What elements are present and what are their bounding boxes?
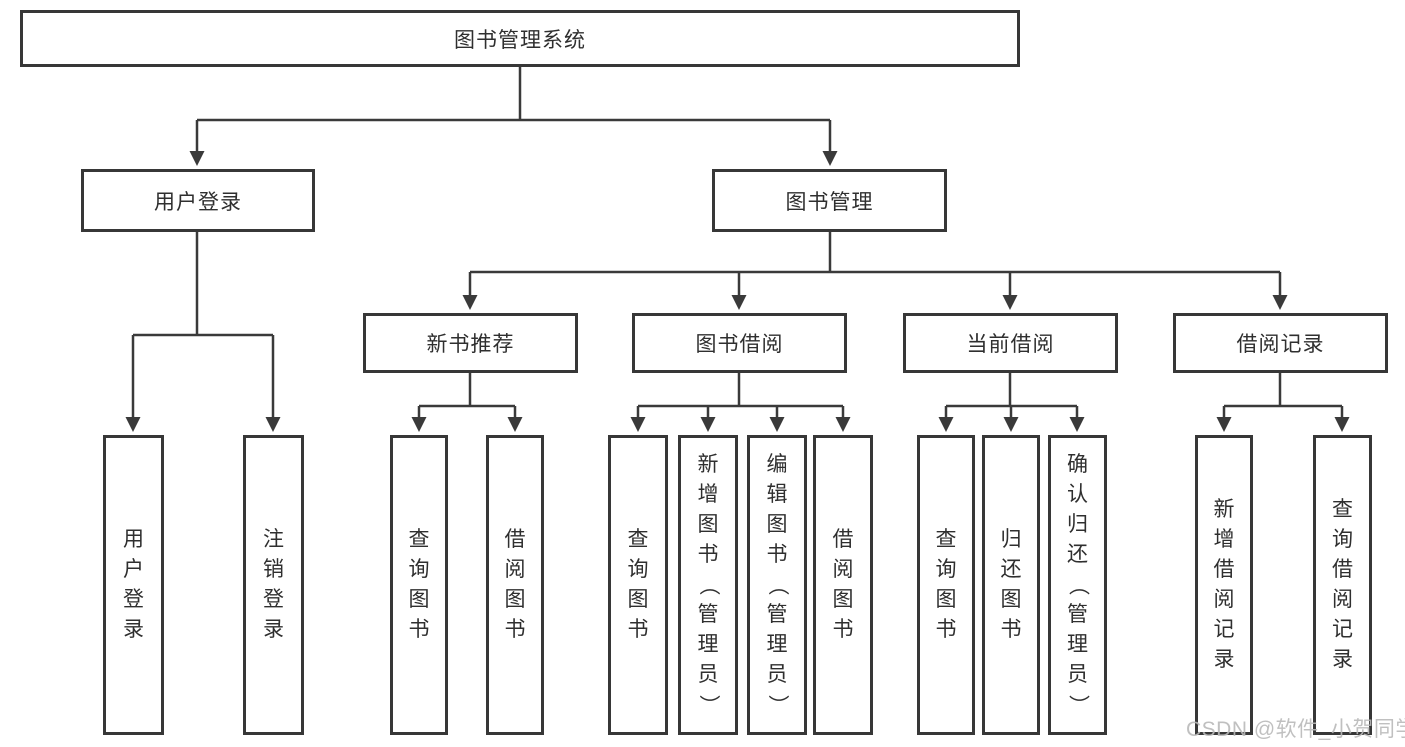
leaf-borrow-query-books: 查询图书 [608,435,668,735]
node-book-management: 图书管理 [712,169,947,232]
leaf-borrow-edit-books-admin: 编辑图书（管理员） [747,435,807,735]
csdn-watermark: CSDN @软件_小贺同学 [1186,718,1405,741]
node-borrow-records: 借阅记录 [1173,313,1388,373]
leaf-newbooks-query-books: 查询图书 [390,435,448,735]
node-root-system: 图书管理系统 [20,10,1020,67]
leaf-records-add-record: 新增借阅记录 [1195,435,1253,735]
leaf-user-login: 用户登录 [103,435,164,735]
leaf-borrow-add-books-admin: 新增图书（管理员） [678,435,738,735]
node-user-login: 用户登录 [81,169,315,232]
leaf-newbooks-borrow-books: 借阅图书 [486,435,544,735]
leaf-borrow-borrow-books: 借阅图书 [813,435,873,735]
node-current-borrow: 当前借阅 [903,313,1118,373]
leaf-logout: 注销登录 [243,435,304,735]
node-new-book-recommend: 新书推荐 [363,313,578,373]
leaf-current-return-books: 归还图书 [982,435,1040,735]
leaf-current-query-books: 查询图书 [917,435,975,735]
leaf-current-confirm-return-admin: 确认归还（管理员） [1048,435,1107,735]
leaf-records-query-record: 查询借阅记录 [1313,435,1372,735]
node-book-borrow: 图书借阅 [632,313,847,373]
